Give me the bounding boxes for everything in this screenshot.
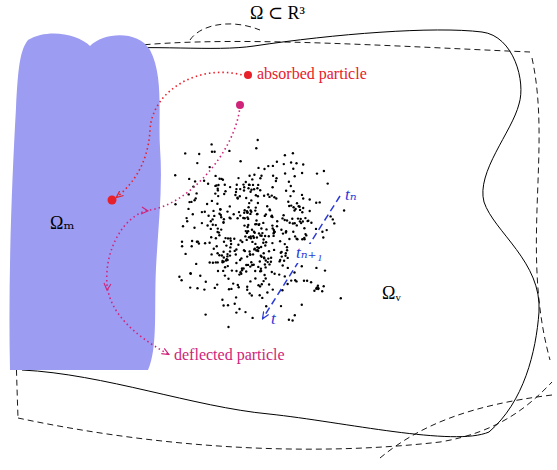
callout-text: absorbed particle bbox=[257, 65, 367, 83]
absorbed-point bbox=[108, 196, 117, 205]
domain-label: Ω ⊂ R³ bbox=[250, 4, 305, 24]
particle-cloud bbox=[174, 139, 345, 328]
particle-start bbox=[236, 101, 244, 109]
time-step-line bbox=[263, 196, 340, 318]
particle-start bbox=[244, 71, 252, 79]
absorbed-trajectory bbox=[117, 72, 246, 197]
time-label: t bbox=[271, 310, 276, 329]
time-label: tₙ₊₁ bbox=[294, 244, 325, 263]
domain-boundary bbox=[190, 24, 260, 40]
material-region-outline bbox=[8, 28, 168, 373]
deflected-trajectory bbox=[107, 106, 240, 354]
domain-boundary bbox=[532, 58, 550, 360]
region-label: Ωᵥ bbox=[382, 284, 401, 304]
domain-boundary bbox=[380, 395, 552, 458]
trajectory-arrow bbox=[141, 207, 148, 214]
region-label: Ωₘ bbox=[50, 214, 74, 234]
trajectory-arrow bbox=[104, 283, 111, 290]
material-region: Ωₘ bbox=[8, 28, 168, 373]
callout-text: deflected particle bbox=[174, 346, 285, 364]
time-label: tₙ bbox=[345, 186, 357, 205]
